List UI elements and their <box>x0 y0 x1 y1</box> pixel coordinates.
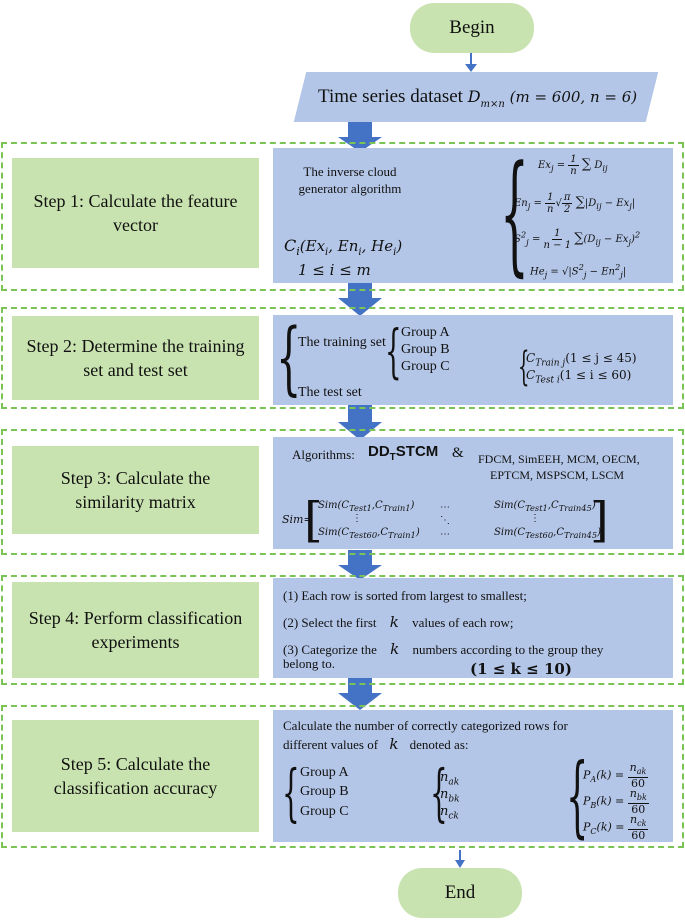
step4-frame <box>1 575 684 685</box>
matrix-dots-h1: ⋯ <box>440 502 450 513</box>
down-arrow-1 <box>338 122 382 152</box>
step2-frame <box>1 307 684 409</box>
n-ak: nak <box>440 770 460 788</box>
s5-group-c: Group C <box>300 804 349 819</box>
dataset-params: (m = 600, n = 6) <box>509 88 638 106</box>
step3-label: Step 3: Calculate the similarity matrix <box>60 468 211 512</box>
step2-group-brace: { <box>385 317 402 385</box>
down-arrow-3 <box>338 405 382 440</box>
group-a: Group A <box>401 325 450 340</box>
n-ck: nck <box>440 804 459 822</box>
matrix-dots-h2: ⋯ <box>440 529 450 540</box>
group-c: Group C <box>401 359 450 374</box>
step1-label-box: Step 1: Calculate the feature vector <box>12 158 259 268</box>
step1-brace: { <box>500 137 529 289</box>
step1-algorithm: The inverse cloud generator algorithm <box>298 164 402 196</box>
step5-line2: different values of k denoted as: <box>283 735 469 753</box>
other-algorithms-2: EPTCM, MSPSCM, LSCM <box>490 468 625 482</box>
matrix-left-bracket: [ <box>304 492 323 548</box>
end-label: End <box>444 882 476 903</box>
step2-label: Step 2: Determine the training set and t… <box>26 336 245 380</box>
matrix-cell-n1: Sim(CTest60,CTrain1) <box>318 527 420 540</box>
step1-content-box <box>273 148 673 283</box>
step5-content-box <box>273 710 673 842</box>
sim-label: Sim= <box>282 513 313 526</box>
step1-label: Step 1: Calculate the feature vector <box>33 191 238 235</box>
n-brace: { <box>430 756 448 829</box>
step2-outer-brace: { <box>276 311 302 404</box>
group-b: Group B <box>401 342 450 357</box>
test-set: The test set <box>298 385 362 400</box>
step4-range: (1 ≤ k ≤ 10) <box>470 660 572 678</box>
matrix-cell-1n: Sim(CTest1,CTrain45) <box>494 500 596 513</box>
s5-group-a: Group A <box>300 765 349 780</box>
begin-terminal: Begin <box>410 3 534 53</box>
dataset-label: Time series dataset Dm×n (m = 600, n = 6… <box>318 86 637 110</box>
dataset-formula: D <box>467 87 481 106</box>
step4-label-box: Step 4: Perform classification experimen… <box>12 582 259 678</box>
step2-c-brace: { <box>518 344 530 390</box>
end-terminal: End <box>398 868 522 918</box>
p-brace: { <box>566 744 589 847</box>
step5-line1: Calculate the number of correctly catego… <box>283 718 568 733</box>
step2-content-box <box>273 315 673 405</box>
step4-line4: belong to. <box>283 656 335 671</box>
down-arrow-4 <box>338 550 382 580</box>
step4-label: Step 4: Perform classification experimen… <box>28 608 243 652</box>
begin-label: Begin <box>449 17 495 38</box>
step4-content-box <box>273 578 673 678</box>
dataset-sub: m×n <box>480 98 505 110</box>
step4-line1: (1) Each row is sorted from largest to s… <box>283 588 527 603</box>
matrix-ddots: ⋱ <box>440 515 450 526</box>
training-set: The training set <box>298 335 386 350</box>
s5-group-b: Group B <box>300 784 349 799</box>
dataset-text: Time series dataset <box>318 86 463 107</box>
step5-label: Step 5: Calculate the classification acc… <box>53 754 218 798</box>
connector-arrow <box>470 53 472 65</box>
amp: & <box>452 445 464 461</box>
step1-range: 1 ≤ i ≤ m <box>298 261 371 279</box>
down-arrow-2 <box>338 283 382 316</box>
step3-frame <box>1 429 684 555</box>
connector-arrowhead <box>465 64 477 72</box>
step1-frame <box>1 142 684 291</box>
step3-content-box <box>273 437 673 549</box>
n-bk: nbk <box>440 787 460 805</box>
connector-end-head <box>455 860 465 868</box>
matrix-right-bracket: ] <box>590 492 609 548</box>
step5-group-brace: { <box>282 756 300 829</box>
step4-line3: (3) Categorize the k numbers according t… <box>283 640 604 658</box>
main-algorithm: DDTSTCM <box>368 443 439 464</box>
matrix-vdots-r: ⋮ <box>530 513 540 524</box>
ctrain: CTrain j(1 ≤ j ≤ 45) <box>526 351 637 369</box>
step5-frame <box>1 705 684 848</box>
algorithms-label: Algorithms: <box>292 447 355 462</box>
other-algorithms-1: FDCM, SimEEH, MCM, OECM, <box>478 452 640 466</box>
step4-line2: (2) Select the first k values of each ro… <box>283 613 514 631</box>
step3-label-box: Step 3: Calculate the similarity matrix <box>12 446 259 534</box>
matrix-cell-nn: Sim(CTest60,CTrain45) <box>494 527 602 540</box>
matrix-cell-11: Sim(CTest1,CTrain1) <box>318 500 415 513</box>
matrix-vdots-l: ⋮ <box>352 513 362 524</box>
step5-label-box: Step 5: Calculate the classification acc… <box>12 720 259 832</box>
step2-label-box: Step 2: Determine the training set and t… <box>12 316 259 400</box>
ctest: CTest i(1 ≤ i ≤ 60) <box>526 368 632 386</box>
eq-he: Hej = √|S2j − En2j| <box>530 262 627 280</box>
step1-vector: Ci(Exi, Eni, Hei) <box>284 236 403 259</box>
